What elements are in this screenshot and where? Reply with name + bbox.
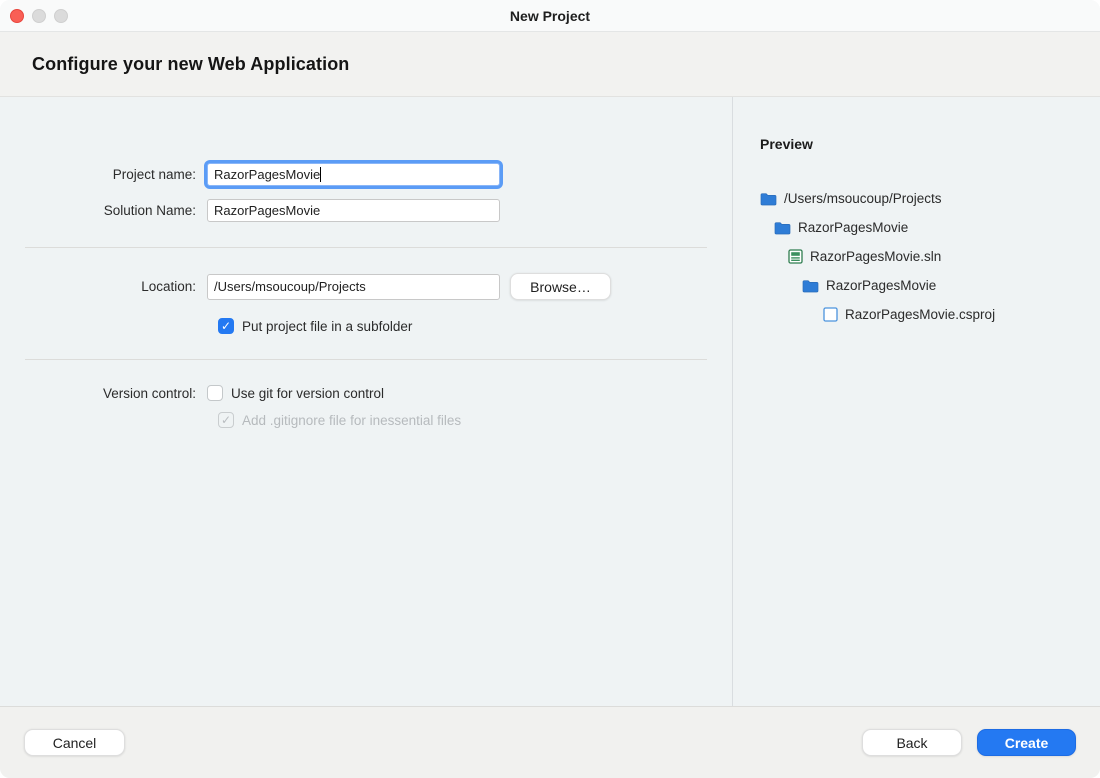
location-label: Location: — [141, 279, 196, 294]
minimize-window-button[interactable] — [32, 8, 46, 23]
gitignore-row: ✓ Add .gitignore file for inessential fi… — [0, 412, 732, 428]
wizard-header: Configure your new Web Application — [0, 32, 1100, 97]
preview-pane: Preview /Users/msoucoup/Projects RazorPa… — [733, 97, 1100, 706]
content-area: Project name: Solution Name: Location: B… — [0, 97, 1100, 706]
solution-file-icon — [788, 249, 803, 264]
use-git-row: Version control: Use git for version con… — [0, 385, 732, 401]
tree-row: RazorPagesMovie — [774, 213, 1100, 242]
use-git-checkbox[interactable] — [207, 385, 223, 401]
tree-row: /Users/msoucoup/Projects — [760, 184, 1100, 213]
csproj-file-icon — [823, 307, 838, 322]
subfolder-checkbox-row: ✓ Put project file in a subfolder — [0, 318, 732, 334]
footer-bar: Cancel Back Create — [0, 706, 1100, 778]
create-button[interactable]: Create — [977, 729, 1076, 756]
tree-item-label: RazorPagesMovie.csproj — [845, 307, 996, 322]
form-pane: Project name: Solution Name: Location: B… — [0, 97, 733, 706]
tree-item-label: RazorPagesMovie — [798, 220, 909, 235]
cancel-button[interactable]: Cancel — [24, 729, 125, 756]
tree-item-label: /Users/msoucoup/Projects — [784, 191, 942, 206]
solution-name-input[interactable] — [207, 199, 500, 222]
folder-icon — [802, 279, 819, 293]
project-name-row: Project name: — [0, 163, 732, 186]
subfolder-checkbox-label[interactable]: Put project file in a subfolder — [242, 318, 413, 334]
tree-item-label: RazorPagesMovie — [826, 278, 937, 293]
tree-row: RazorPagesMovie — [802, 271, 1100, 300]
folder-icon — [774, 221, 791, 235]
solution-name-label: Solution Name: — [103, 203, 196, 218]
use-git-checkbox-label[interactable]: Use git for version control — [231, 385, 385, 401]
location-row: Location: Browse… — [0, 273, 732, 300]
gitignore-checkbox-label: Add .gitignore file for inessential file… — [242, 412, 462, 428]
tree-row: RazorPagesMovie.csproj — [823, 300, 1100, 329]
tree-row: RazorPagesMovie.sln — [788, 242, 1100, 271]
preview-title: Preview — [760, 136, 813, 152]
zoom-window-button[interactable] — [54, 8, 68, 23]
gitignore-checkbox: ✓ — [218, 412, 234, 428]
project-name-label: Project name: — [112, 167, 196, 182]
solution-name-row: Solution Name: — [0, 199, 732, 222]
tree-item-label: RazorPagesMovie.sln — [810, 249, 942, 264]
page-title: Configure your new Web Application — [32, 53, 350, 74]
browse-button[interactable]: Browse… — [510, 273, 611, 300]
subfolder-checkbox[interactable]: ✓ — [218, 318, 234, 334]
close-window-button[interactable] — [10, 8, 24, 23]
back-button[interactable]: Back — [862, 729, 962, 756]
folder-icon — [760, 192, 777, 206]
traffic-lights — [0, 8, 68, 23]
project-name-input[interactable] — [207, 163, 500, 186]
section-divider — [25, 359, 707, 360]
version-control-label: Version control: — [102, 385, 196, 401]
section-divider — [25, 247, 707, 248]
title-bar: New Project — [0, 0, 1100, 32]
window-title: New Project — [509, 7, 591, 24]
location-input[interactable] — [207, 273, 500, 300]
text-caret — [320, 167, 321, 182]
